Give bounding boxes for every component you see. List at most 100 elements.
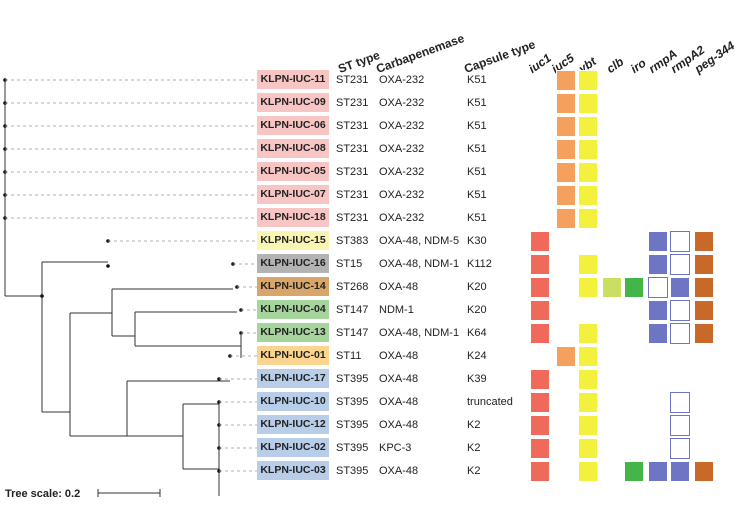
ybt-cell [578, 185, 598, 206]
carbapenemase-value: OXA-48 [379, 373, 419, 385]
isolate-id: KLPN-IUC-02 [257, 438, 329, 457]
carbapenemase-value: OXA-232 [379, 166, 425, 178]
capsule-type-value: K51 [467, 97, 487, 109]
st-type-value: ST231 [336, 97, 369, 109]
st-type-value: ST383 [336, 235, 369, 247]
ybt-cell [578, 254, 598, 275]
isolate-id: KLPN-IUC-09 [257, 93, 329, 112]
isolate-id: KLPN-IUC-01 [257, 346, 329, 365]
carbapenemase-value: OXA-48, NDM-1 [379, 258, 460, 270]
carbapenemase-value: OXA-232 [379, 120, 425, 132]
rmpA2-cell [670, 254, 690, 275]
isolate-id: KLPN-IUC-15 [257, 231, 329, 250]
ybt-cell [578, 70, 598, 91]
carbapenemase-value: OXA-48 [379, 465, 419, 477]
st-type-value: ST231 [336, 74, 369, 86]
iuc1-cell [530, 323, 550, 344]
isolate-id: KLPN-IUC-03 [257, 461, 329, 480]
rmpA2-cell [670, 415, 690, 436]
carbapenemase-value: OXA-232 [379, 189, 425, 201]
iro-cell [624, 277, 644, 298]
capsule-type-value: K112 [467, 258, 492, 270]
isolate-id: KLPN-IUC-06 [257, 116, 329, 135]
capsule-type-value: K2 [467, 419, 481, 431]
isolate-id: KLPN-IUC-08 [257, 139, 329, 158]
ybt-cell [578, 139, 598, 160]
isolate-id: KLPN-IUC-05 [257, 162, 329, 181]
tree-node [106, 264, 110, 268]
iuc1-cell [530, 254, 550, 275]
carbapenemase-value: NDM-1 [379, 304, 414, 316]
peg-344-cell [694, 300, 714, 321]
st-type-value: ST231 [336, 120, 369, 132]
capsule-type-value: K51 [467, 143, 487, 155]
isolate-id: KLPN-IUC-13 [257, 323, 329, 342]
capsule-type-value: K51 [467, 166, 487, 178]
iuc1-cell [530, 392, 550, 413]
rmpA2-cell [670, 323, 690, 344]
carbapenemase-value: OXA-48 [379, 419, 419, 431]
carbapenemase-value: OXA-232 [379, 143, 425, 155]
clb-cell [602, 277, 622, 298]
capsule-type-value: K51 [467, 120, 487, 132]
isolate-id: KLPN-IUC-04 [257, 300, 329, 319]
ybt-cell [578, 415, 598, 436]
iuc1-cell [530, 438, 550, 459]
st-type-value: ST395 [336, 373, 369, 385]
capsule-type-value: K24 [467, 350, 487, 362]
iuc5-cell [556, 185, 576, 206]
capsule-type-value: K39 [467, 373, 487, 385]
iuc1-cell [530, 415, 550, 436]
st-type-value: ST11 [336, 350, 362, 362]
st-type-value: ST395 [336, 442, 369, 454]
capsule-type-value: K51 [467, 74, 487, 86]
ybt-cell [578, 93, 598, 114]
st-type-value: ST395 [336, 465, 369, 477]
isolate-id: KLPN-IUC-12 [257, 415, 329, 434]
rmpA-cell [648, 323, 668, 344]
st-type-value: ST231 [336, 166, 369, 178]
rmpA-cell [648, 231, 668, 252]
st-type-value: ST15 [336, 258, 363, 270]
capsule-type-value: K20 [467, 281, 487, 293]
capsule-type-value: K20 [467, 304, 487, 316]
ybt-cell [578, 438, 598, 459]
capsule-type-value: K30 [467, 235, 487, 247]
rmpA2-cell [670, 277, 690, 298]
carbapenemase-value: OXA-48 [379, 281, 419, 293]
carbapenemase-value: OXA-48, NDM-1 [379, 327, 460, 339]
iuc5-cell [556, 70, 576, 91]
st-type-value: ST231 [336, 189, 369, 201]
peg-344-cell [694, 323, 714, 344]
peg-344-cell [694, 254, 714, 275]
ybt-cell [578, 369, 598, 390]
ybt-cell [578, 277, 598, 298]
iuc5-cell [556, 116, 576, 137]
isolate-id: KLPN-IUC-11 [257, 70, 329, 89]
carbapenemase-value: OXA-48 [379, 350, 419, 362]
rmpA2-cell [670, 461, 690, 482]
ybt-cell [578, 323, 598, 344]
rmpA2-cell [670, 231, 690, 252]
iuc1-cell [530, 277, 550, 298]
iuc1-cell [530, 300, 550, 321]
rmpA-cell [648, 461, 668, 482]
iuc5-cell [556, 139, 576, 160]
ybt-cell [578, 208, 598, 229]
iuc1-cell [530, 369, 550, 390]
rmpA-cell [648, 300, 668, 321]
st-type-value: ST395 [336, 419, 369, 431]
isolate-id: KLPN-IUC-16 [257, 254, 329, 273]
rmpA2-cell [670, 392, 690, 413]
carbapenemase-value: KPC-3 [379, 442, 412, 454]
iuc5-cell [556, 208, 576, 229]
iuc5-cell [556, 162, 576, 183]
iuc1-cell [530, 231, 550, 252]
rmpA-cell [648, 254, 668, 275]
st-type-value: ST147 [336, 327, 369, 339]
ybt-cell [578, 162, 598, 183]
peg-344-cell [694, 461, 714, 482]
carbapenemase-value: OXA-232 [379, 212, 425, 224]
ybt-cell [578, 346, 598, 367]
